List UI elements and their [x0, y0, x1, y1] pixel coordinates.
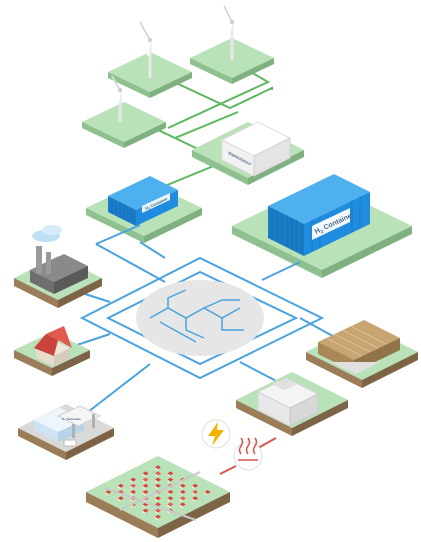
town-house-wall — [179, 504, 183, 509]
utility-building — [256, 377, 320, 427]
town-house-wall — [192, 485, 196, 490]
town-house-wall — [130, 498, 134, 503]
town-house-wall — [142, 492, 146, 496]
town-house-wall — [167, 473, 171, 478]
town-house-wall — [167, 479, 171, 484]
container-large: H2 Container — [268, 174, 370, 256]
town-house-wall — [179, 492, 183, 496]
town-house-wall — [142, 510, 146, 515]
house — [34, 326, 72, 366]
town-house-wall — [117, 485, 121, 490]
town-house-wall — [167, 498, 171, 503]
town-house-wall — [117, 498, 121, 503]
hydrogen-network-icon — [136, 280, 264, 356]
town-house-wall — [105, 492, 109, 496]
town-house-wall — [130, 479, 134, 484]
town-house-wall — [204, 492, 208, 496]
container-small: H2 Container — [108, 176, 178, 226]
town-house-wall — [155, 510, 158, 515]
town-road — [103, 487, 197, 521]
town-houses — [103, 465, 211, 521]
town-house-wall — [179, 485, 183, 490]
town-house-wall — [155, 467, 158, 472]
town-house-wall — [192, 492, 196, 496]
fuel-station: H₂ Tankstelle — [34, 405, 102, 447]
warehouse — [318, 320, 400, 374]
wind-tile-left — [82, 102, 166, 148]
turbine-outline — [111, 5, 233, 91]
town-house-wall — [155, 485, 158, 490]
heat-icon — [233, 437, 263, 471]
town-house-wall — [155, 473, 158, 478]
town-house-wall — [179, 498, 183, 503]
heat-line — [219, 437, 277, 475]
town-house-wall — [155, 479, 158, 484]
electricity-bolt-icon — [201, 419, 231, 449]
town-road — [119, 471, 201, 511]
electrolyser-building: Elektrolyseur — [220, 121, 292, 177]
town-house-wall — [167, 504, 171, 509]
town-house-wall — [142, 473, 146, 478]
town-house-wall — [167, 510, 171, 515]
town-house-wall — [155, 516, 158, 521]
town-house-wall — [142, 485, 146, 490]
town-house — [155, 508, 161, 513]
town-house-wall — [130, 492, 134, 496]
town-house — [142, 508, 149, 513]
town-house-wall — [142, 504, 146, 509]
town-house-wall — [130, 485, 134, 490]
factory-building — [30, 225, 88, 294]
town-house-wall — [142, 479, 146, 484]
town-house-wall — [155, 498, 158, 503]
fuel-station-label: H₂ Tankstelle — [62, 417, 81, 421]
town-house-wall — [192, 498, 196, 503]
town-house-wall — [167, 492, 171, 496]
